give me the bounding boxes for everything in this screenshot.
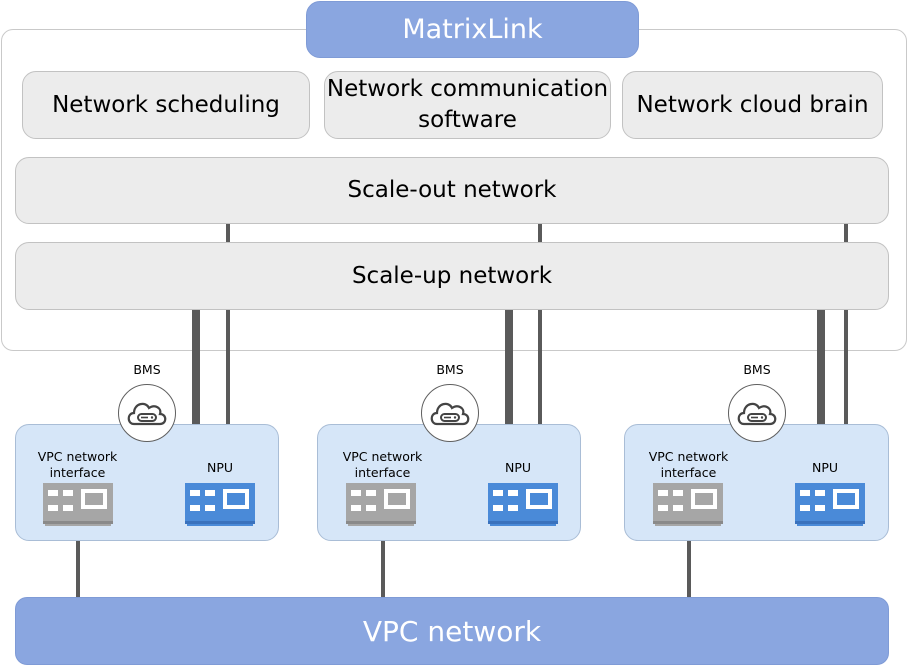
scale-out-network-box: Scale-out network	[15, 157, 889, 224]
network-communication-label-line1: Network communication	[326, 76, 609, 102]
scale-out-link-1	[226, 223, 230, 450]
vpc-link-1	[76, 520, 80, 598]
npu-card-icon	[185, 483, 255, 530]
npu-card-icon	[795, 483, 865, 530]
npu-label-3: NPU	[811, 460, 839, 475]
vpc-interface-label-3-line2: interface	[660, 465, 717, 480]
vpc-interface-label-2: VPC network interface	[335, 449, 430, 481]
vpc-link-2	[381, 520, 385, 598]
scale-out-network-label: Scale-out network	[347, 177, 557, 203]
scale-out-link-3	[844, 223, 848, 450]
vpc-interface-label-3: VPC network interface	[641, 449, 736, 481]
cloud-server-icon	[728, 384, 786, 442]
scale-up-network-label: Scale-up network	[351, 262, 553, 289]
vpc-interface-label-1-line1: VPC network	[37, 449, 118, 464]
network-card-icon	[43, 483, 113, 530]
bms-label-1: BMS	[133, 362, 161, 377]
vpc-interface-label-2-line1: VPC network	[342, 449, 423, 464]
vpc-link-3	[687, 520, 691, 598]
vpc-network-label: VPC network	[362, 614, 542, 648]
network-scheduling-box: Network scheduling	[22, 71, 310, 139]
scale-out-link-2	[538, 223, 542, 450]
matrixlink-title: MatrixLink	[306, 1, 639, 58]
cloud-server-icon	[118, 384, 176, 442]
network-scheduling-label: Network scheduling	[52, 91, 280, 118]
scale-up-link-1	[192, 309, 200, 450]
bms-label-3: BMS	[743, 362, 771, 377]
network-communication-label-line2: software	[418, 107, 517, 133]
scale-up-link-2	[505, 309, 513, 450]
bms-label-2: BMS	[436, 362, 464, 377]
vpc-interface-label-1-line2: interface	[49, 465, 106, 480]
cloud-server-icon	[421, 384, 479, 442]
scale-up-link-3	[817, 309, 825, 450]
network-card-icon	[653, 483, 723, 530]
network-cloud-brain-box: Network cloud brain	[622, 71, 883, 139]
vpc-interface-label-3-line1: VPC network	[648, 449, 729, 464]
npu-card-icon	[488, 483, 558, 530]
npu-label-1: NPU	[206, 460, 234, 475]
vpc-interface-label-1: VPC network interface	[30, 449, 125, 481]
network-cloud-brain-label: Network cloud brain	[636, 91, 869, 118]
vpc-interface-label-2-line2: interface	[354, 465, 411, 480]
vpc-network-bar: VPC network	[15, 597, 889, 665]
scale-up-network-box: Scale-up network	[15, 242, 889, 310]
npu-label-2: NPU	[504, 460, 532, 475]
network-communication-software-box: Network communication software	[324, 71, 611, 139]
network-card-icon	[346, 483, 416, 530]
